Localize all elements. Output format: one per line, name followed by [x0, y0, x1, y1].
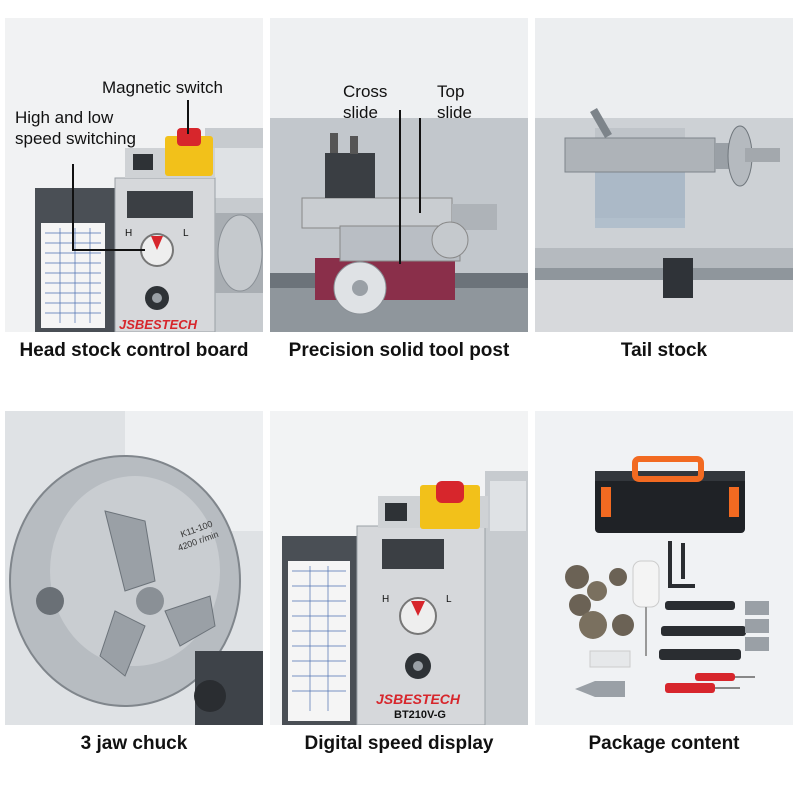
callout-speed-switching-line1: High and low	[15, 108, 114, 127]
tail-stock-illustration	[535, 18, 793, 332]
package-illustration	[535, 411, 793, 725]
caption-package-content: Package content	[588, 733, 740, 754]
caption-tool-post: Precision solid tool post	[288, 340, 510, 361]
tool-post-illustration	[270, 18, 528, 332]
tool-post-photo	[270, 18, 528, 332]
digital-display-illustration	[270, 411, 528, 725]
headstock-illustration	[5, 18, 263, 332]
headstock-photo	[5, 18, 263, 332]
dial-label-low: L	[183, 228, 189, 239]
callout-cross-slide-line2: slide	[343, 103, 378, 122]
display-brand-logo: JSBESTECH	[376, 691, 461, 707]
brand-logo: JSBESTECH	[119, 317, 198, 332]
digital-display-photo	[270, 411, 528, 725]
display-dial-label-high: H	[382, 594, 390, 605]
caption-tail-stock: Tail stock	[620, 340, 708, 361]
callout-top-slide-line1: Top	[437, 82, 465, 101]
caption-digital-display: Digital speed display	[304, 733, 494, 754]
dial-label-high: H	[125, 228, 133, 239]
chuck-photo	[5, 411, 263, 725]
callout-magnetic-switch: Magnetic switch	[102, 78, 223, 97]
tail-stock-photo	[535, 18, 793, 332]
display-dial-label-low: L	[446, 594, 452, 605]
callout-speed-switching-line2: speed switching	[15, 129, 136, 148]
display-model-label: BT210V-G	[394, 709, 446, 721]
chuck-illustration	[5, 411, 263, 725]
package-photo	[535, 411, 793, 725]
callout-cross-slide-line1: Cross	[343, 82, 388, 101]
caption-headstock: Head stock control board	[19, 340, 249, 361]
caption-chuck: 3 jaw chuck	[80, 733, 188, 754]
callout-top-slide-line2: slide	[437, 103, 472, 122]
